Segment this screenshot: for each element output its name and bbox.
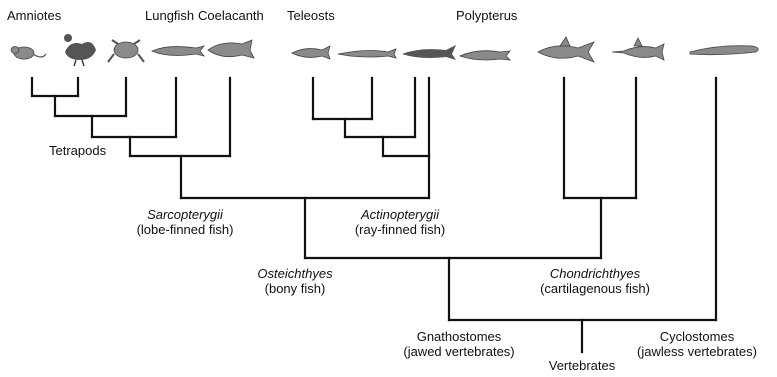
- sarcopterygii-common: (lobe-finned fish): [110, 222, 260, 237]
- gnathostomes-name: Gnathostomes: [384, 329, 534, 344]
- label-gnathostomes: Gnathostomes (jawed vertebrates): [384, 329, 534, 359]
- gnathostomes-common: (jawed vertebrates): [384, 344, 534, 359]
- label-chondrichthyes: Chondrichthyes (cartilagenous fish): [520, 266, 670, 296]
- label-polypterus: Polypterus: [456, 8, 517, 23]
- label-actinopterygii: Actinopterygii (ray-finned fish): [335, 207, 465, 237]
- label-sarcopterygii: Sarcopterygii (lobe-finned fish): [110, 207, 260, 237]
- label-cyclostomes: Cyclostomes (jawless vertebrates): [618, 329, 776, 359]
- label-lungfish: Lungfish: [145, 8, 194, 23]
- label-coelacanth: Coelacanth: [198, 8, 264, 23]
- label-osteichthyes: Osteichthyes (bony fish): [240, 266, 350, 296]
- actinopterygii-name: Actinopterygii: [335, 207, 465, 222]
- label-vertebrates: Vertebrates: [530, 358, 634, 373]
- cyclostomes-common: (jawless vertebrates): [618, 344, 776, 359]
- cyclostomes-name: Cyclostomes: [618, 329, 776, 344]
- chondrichthyes-name: Chondrichthyes: [520, 266, 670, 281]
- osteichthyes-name: Osteichthyes: [240, 266, 350, 281]
- chondrichthyes-common: (cartilagenous fish): [520, 281, 670, 296]
- label-amniotes: Amniotes: [7, 8, 61, 23]
- label-tetrapods: Tetrapods: [49, 143, 106, 158]
- label-teleosts: Teleosts: [287, 8, 335, 23]
- osteichthyes-common: (bony fish): [240, 281, 350, 296]
- sarcopterygii-name: Sarcopterygii: [110, 207, 260, 222]
- actinopterygii-common: (ray-finned fish): [335, 222, 465, 237]
